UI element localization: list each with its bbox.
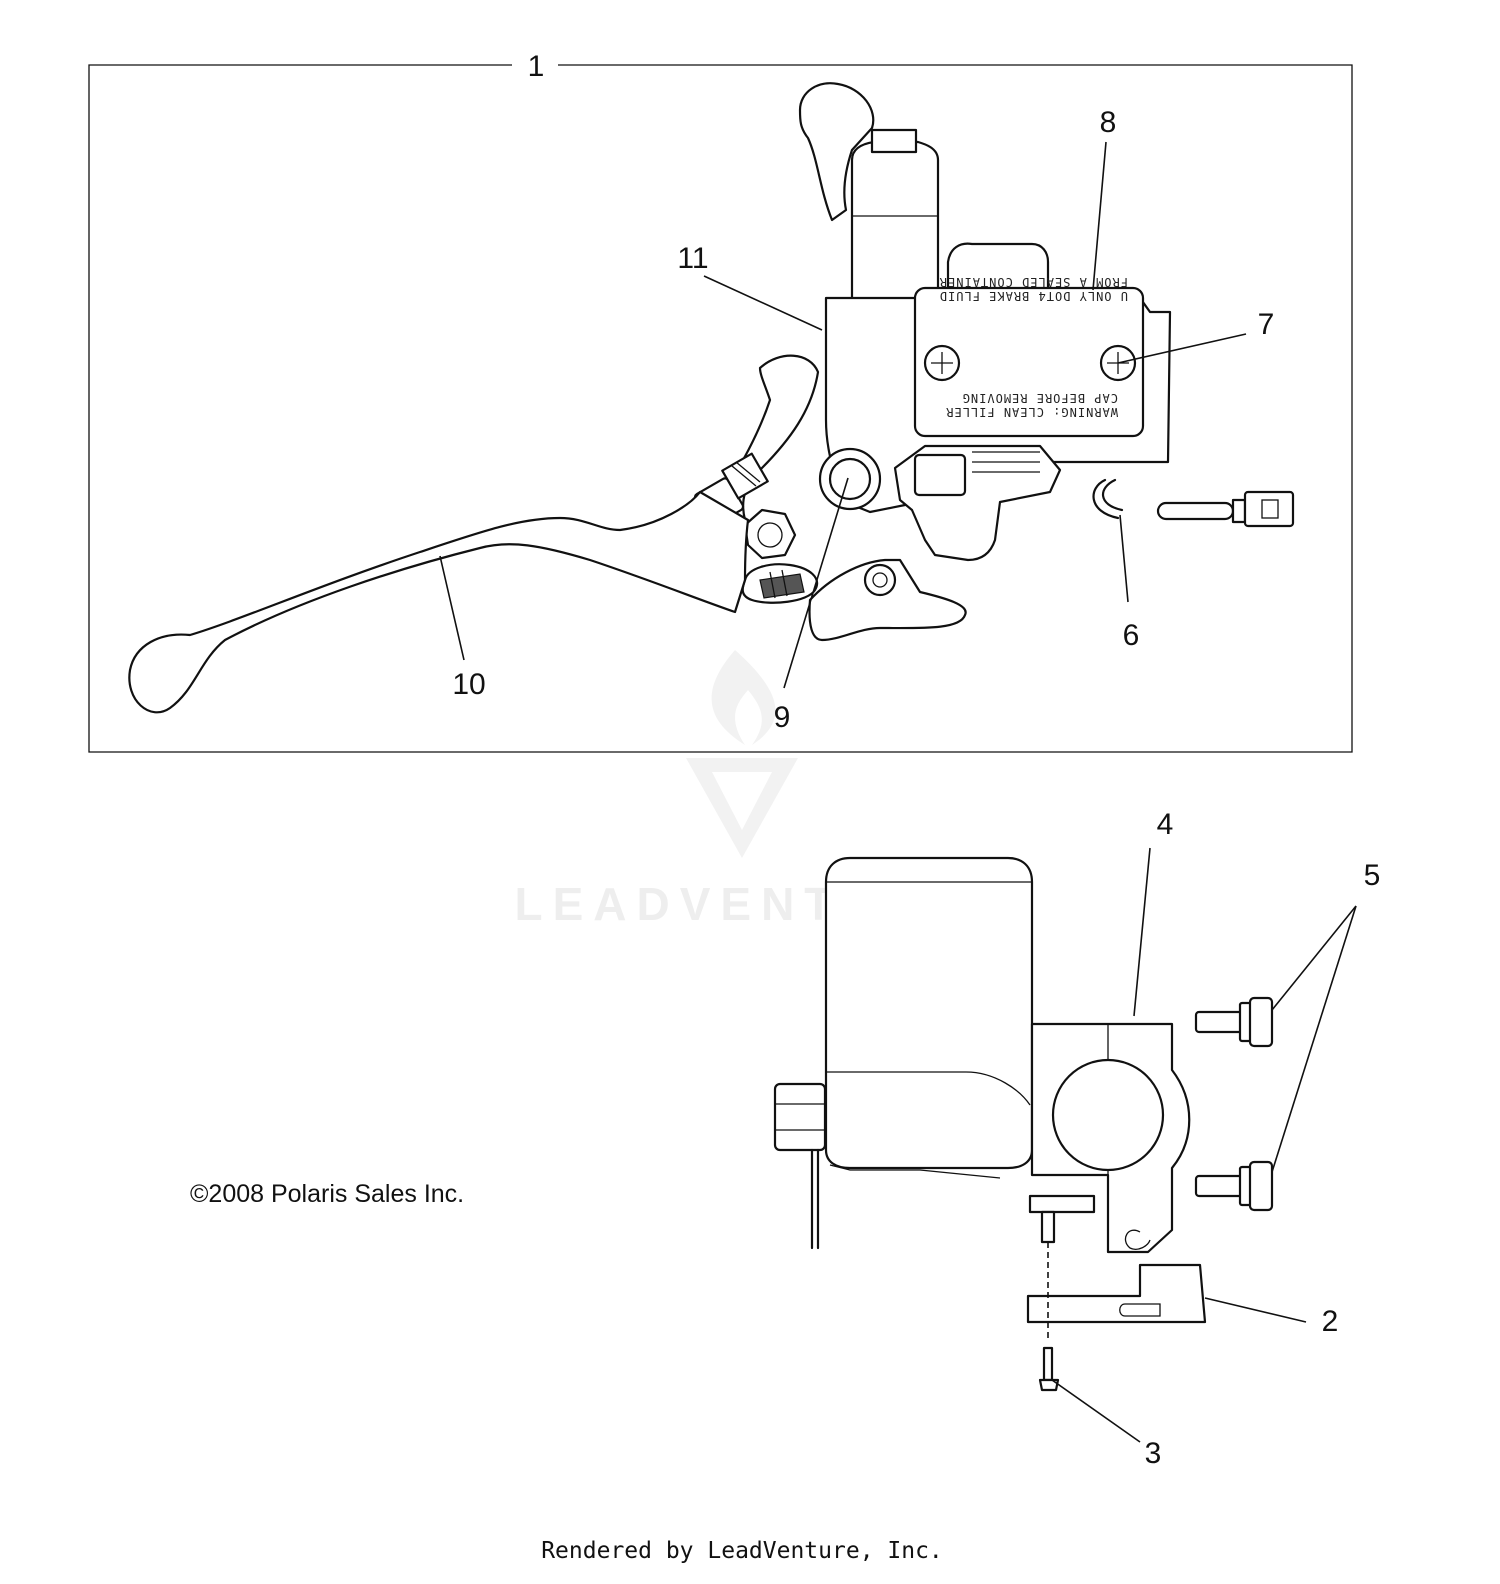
callout-5: 5 [1364,859,1381,892]
callout-11: 11 [677,242,708,275]
copyright-notice: ©2008 Polaris Sales Inc. [190,1180,464,1208]
callout-4: 4 [1157,808,1174,841]
clamp-bolt-upper [1194,996,1274,1048]
brake-master-cylinder-assembly: FROM A SEALED CONTAINER U ONLY DOT4 BRAK… [128,82,1295,714]
callout-9: 9 [774,701,791,734]
render-footer: Rendered by LeadVenture, Inc. [541,1538,943,1564]
reservoir-warning-label: FROM A SEALED CONTAINER U ONLY DOT4 BRAK… [939,275,1128,419]
clamp-bolt-lower [1194,1160,1274,1212]
callout-numbers: 1 8 11 7 6 10 9 4 5 2 3 [452,50,1380,1470]
spring [741,563,818,604]
callout-7: 7 [1258,308,1275,341]
callout-8: 8 [1100,106,1117,139]
label-line-2: U ONLY DOT4 BRAKE FLUID [939,289,1128,303]
label-line-3: CAP BEFORE REMOVING [962,391,1118,405]
assembly-frame [88,64,1353,753]
callout-1: 1 [528,50,545,83]
callout-6: 6 [1123,619,1140,652]
clamp-housing-assembly [773,856,1274,1392]
leader-lines [439,141,1357,1443]
label-line-4: WARNING: CLEAN FILLER [945,405,1118,419]
callout-10: 10 [452,668,485,701]
cover-screw-left-icon [923,344,961,382]
label-line-1: FROM A SEALED CONTAINER [939,275,1128,289]
callout-2: 2 [1322,1305,1339,1338]
callout-3: 3 [1145,1437,1162,1470]
